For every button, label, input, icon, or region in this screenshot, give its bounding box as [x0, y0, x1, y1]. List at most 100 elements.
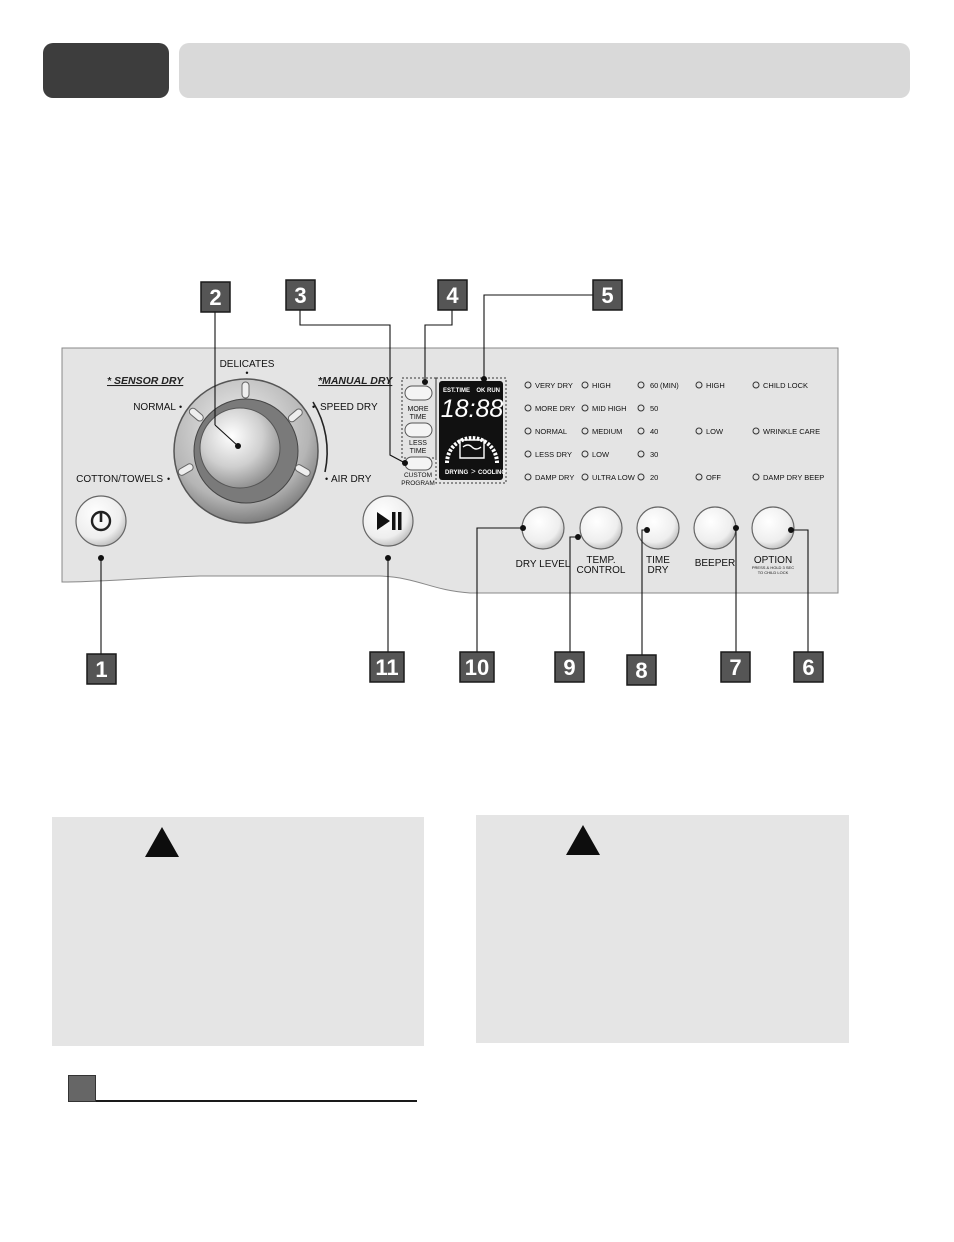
callout-1: 1	[86, 653, 117, 685]
svg-text:EST.TIME: EST.TIME	[443, 388, 470, 394]
dial-indicator-normal	[188, 407, 204, 422]
svg-text:NORMAL: NORMAL	[535, 427, 567, 436]
temp-control-button[interactable]	[579, 506, 623, 550]
svg-text:OFF: OFF	[706, 473, 721, 482]
dry-level-label: DRY LEVEL	[516, 559, 571, 570]
svg-text:4: 4	[446, 283, 459, 308]
svg-text:LOW: LOW	[706, 427, 724, 436]
note-marker	[68, 1075, 96, 1102]
svg-text:10: 10	[465, 655, 489, 680]
less-time-button[interactable]	[404, 422, 433, 438]
svg-text:HIGH: HIGH	[706, 381, 725, 390]
svg-text:5: 5	[601, 283, 613, 308]
display-dotted-outline	[435, 377, 507, 484]
svg-text:CUSTOM: CUSTOM	[404, 472, 432, 479]
callout-7: 7	[720, 651, 751, 683]
drum-icon	[459, 439, 485, 459]
svg-text:PROGRAM: PROGRAM	[401, 480, 435, 487]
callout-4: 4	[437, 279, 468, 311]
callout-11: 11	[369, 651, 405, 683]
dial-dot-air: •	[325, 474, 328, 484]
option-sublabel-1: PRESS & HOLD 3 SEC	[752, 565, 794, 570]
dry-level-options: VERY DRY MORE DRY NORMAL LESS DRY DAMP D…	[524, 381, 575, 482]
svg-text:>: >	[471, 467, 476, 476]
svg-text:1: 1	[95, 657, 107, 682]
svg-text:LESS: LESS	[409, 440, 427, 447]
dial-dot-cotton: •	[167, 474, 170, 484]
lcd-time-readout: 18:88	[441, 395, 504, 423]
temp-label-2: CONTROL	[577, 565, 626, 576]
warning-triangle-icon	[566, 825, 600, 855]
lcd-progress-arc	[445, 436, 499, 464]
svg-text:MORE DRY: MORE DRY	[535, 404, 575, 413]
svg-text:8: 8	[635, 658, 647, 683]
dial-label-speed-dry: SPEED DRY	[320, 402, 378, 413]
warning-triangle-icon	[145, 827, 179, 857]
svg-text:LOW: LOW	[592, 450, 610, 459]
sensor-dry-heading: * SENSOR DRY	[107, 375, 184, 387]
temp-options: HIGH MID HIGH MEDIUM LOW ULTRA LOW	[581, 381, 636, 482]
svg-text:OK RUN: OK RUN	[476, 388, 500, 394]
warning-box-left	[52, 817, 424, 1046]
callout-8: 8	[626, 654, 657, 686]
time-dry-label-1: TIME	[646, 555, 670, 566]
lcd-display	[439, 381, 503, 480]
callout-9: 9	[554, 651, 585, 683]
svg-text:11: 11	[375, 655, 398, 680]
svg-text:(MIN): (MIN)	[660, 381, 679, 390]
svg-text:3: 3	[294, 283, 306, 308]
svg-text:60: 60	[650, 381, 658, 390]
svg-text:20: 20	[650, 473, 658, 482]
header-tab-dark	[43, 43, 169, 98]
more-time-button[interactable]	[404, 385, 433, 401]
option-sublabel-2: TO CHILD LOCK	[758, 570, 789, 575]
svg-text:WRINKLE CARE: WRINKLE CARE	[763, 427, 820, 436]
custom-program-button[interactable]	[404, 456, 433, 471]
dial-indicator-air	[294, 464, 311, 477]
dial-label-normal: NORMAL	[133, 402, 176, 413]
time-dry-button[interactable]	[636, 506, 680, 550]
svg-text:HIGH: HIGH	[592, 381, 611, 390]
svg-text:2: 2	[209, 285, 221, 310]
dial-label-cotton: COTTON/TOWELS	[76, 474, 163, 485]
svg-text:9: 9	[563, 655, 575, 680]
svg-text:50: 50	[650, 404, 658, 413]
header-title-bar	[179, 43, 910, 98]
option-button[interactable]	[751, 506, 795, 550]
temp-label-1: TEMP.	[586, 555, 615, 566]
dial-indicator-cotton	[177, 463, 194, 476]
svg-text:ULTRA LOW: ULTRA LOW	[592, 473, 636, 482]
dial-dot-normal: •	[179, 402, 182, 412]
svg-text:MORE: MORE	[408, 406, 429, 413]
manual-dry-arc	[312, 401, 328, 473]
dry-level-button[interactable]	[521, 506, 565, 550]
beeper-button[interactable]	[693, 506, 737, 550]
callout-6: 6	[793, 651, 824, 683]
warning-box-right	[476, 815, 849, 1043]
svg-text:7: 7	[729, 655, 741, 680]
option-label: OPTION	[754, 555, 792, 566]
beeper-options: HIGH LOW OFF	[695, 381, 725, 482]
note-rule	[96, 1100, 417, 1102]
svg-text:DAMP DRY: DAMP DRY	[535, 473, 574, 482]
dial-dot-delicates: •	[245, 368, 248, 378]
manual-dry-heading: *MANUAL DRY	[318, 375, 393, 387]
svg-text:DRYING: DRYING	[445, 470, 468, 476]
svg-text:DAMP DRY BEEP: DAMP DRY BEEP	[763, 473, 824, 482]
callout-3: 3	[285, 279, 316, 311]
svg-text:CHILD LOCK: CHILD LOCK	[763, 381, 808, 390]
play-pause-icon	[377, 512, 402, 530]
control-panel-diagram: * SENSOR DRY *MANUAL DRY DELICATES • NOR…	[61, 279, 839, 686]
dial-dot-speed: •	[312, 402, 315, 412]
svg-text:VERY DRY: VERY DRY	[535, 381, 573, 390]
svg-text:TIME: TIME	[410, 448, 427, 455]
svg-text:MID HIGH: MID HIGH	[592, 404, 627, 413]
svg-text:TIME: TIME	[410, 414, 427, 421]
callout-5: 5	[592, 279, 623, 311]
callout-2: 2	[200, 281, 231, 313]
time-dry-label-2: DRY	[648, 565, 669, 576]
callout-dots	[98, 376, 794, 561]
option-options: CHILD LOCK WRINKLE CARE DAMP DRY BEEP	[752, 381, 824, 482]
dial-indicator-delicates	[241, 381, 250, 399]
svg-text:MEDIUM: MEDIUM	[592, 427, 622, 436]
